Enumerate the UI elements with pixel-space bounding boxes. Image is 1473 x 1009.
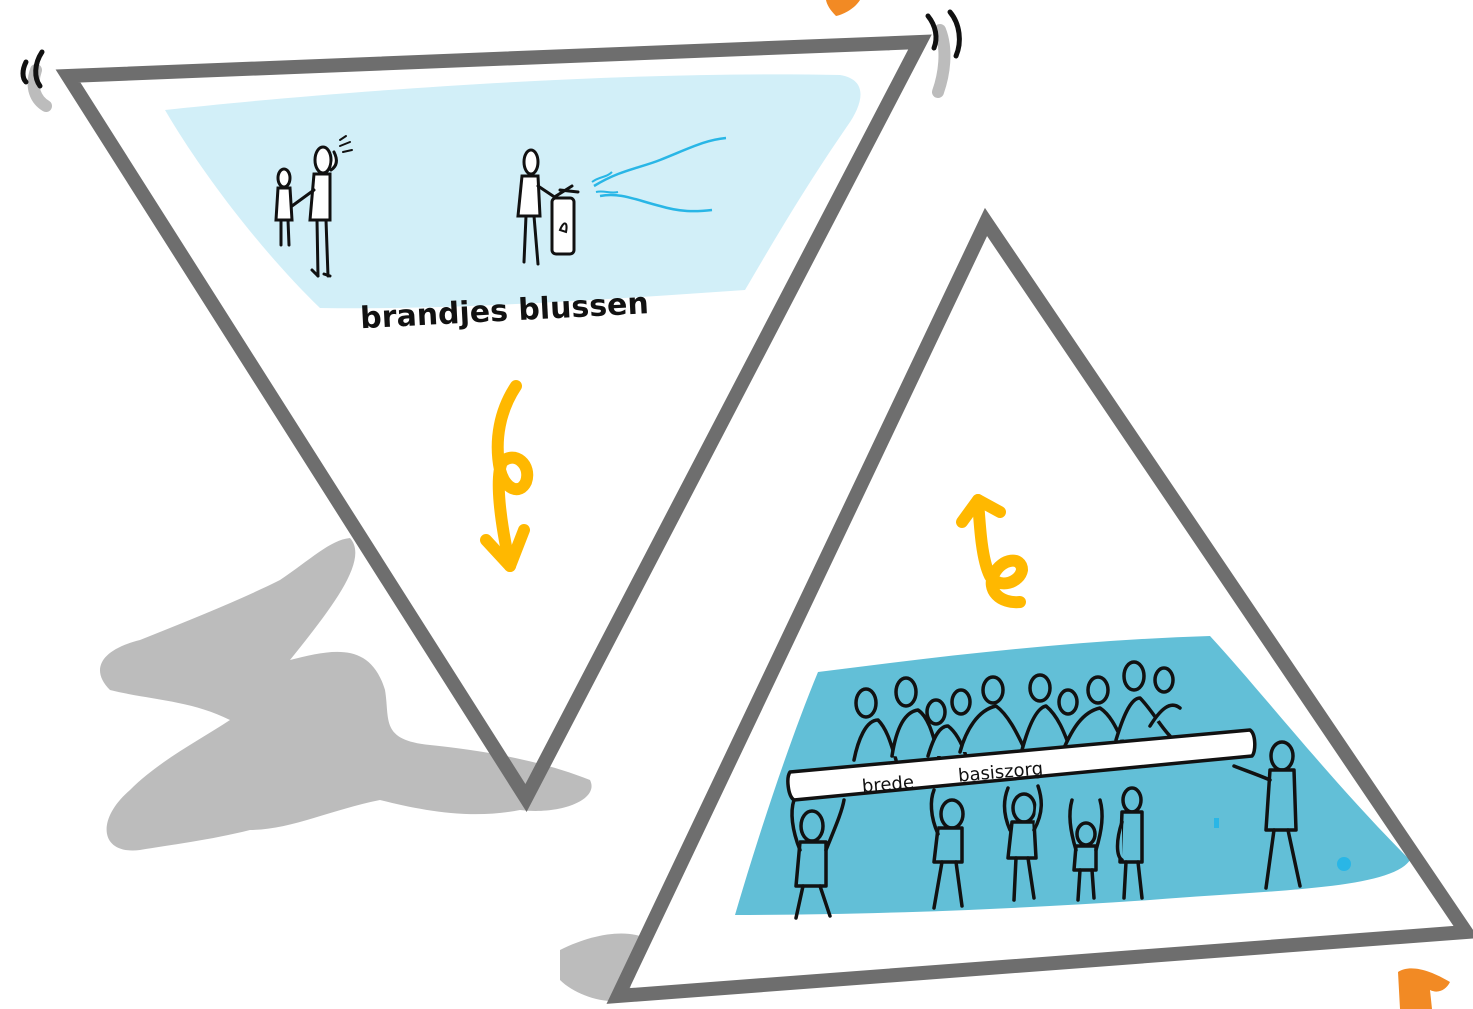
spray-line-lower bbox=[599, 193, 713, 213]
crowd-figures-icon bbox=[852, 660, 1182, 762]
dash-decoration bbox=[1214, 818, 1219, 828]
firefighter-figure-icon bbox=[516, 148, 580, 266]
holding-figures-icon bbox=[790, 740, 1302, 920]
inverted-triangle-frame bbox=[55, 34, 932, 813]
upright-triangle-frame bbox=[606, 207, 1473, 1004]
arrow-up-icon bbox=[956, 494, 1028, 609]
dot-decoration bbox=[1337, 857, 1351, 871]
light-blue-area bbox=[165, 74, 861, 309]
top-triangle: brandjes blussen bbox=[20, 9, 962, 813]
spray-line-short bbox=[591, 171, 619, 194]
spray-line-upper bbox=[593, 136, 727, 188]
shadow-blob bbox=[100, 538, 592, 851]
bottom-triangle: brede basiszorg bbox=[606, 207, 1473, 1004]
orange-accent-bottom bbox=[1398, 968, 1450, 1009]
banner bbox=[786, 728, 1257, 802]
orange-accent-top bbox=[826, 0, 860, 16]
parent-child-figures-icon bbox=[274, 135, 353, 278]
hook-right-icon bbox=[925, 9, 962, 98]
banner-word-brede: brede bbox=[861, 772, 915, 797]
arrow-down-icon bbox=[480, 380, 534, 572]
hook-left-icon bbox=[20, 49, 52, 112]
